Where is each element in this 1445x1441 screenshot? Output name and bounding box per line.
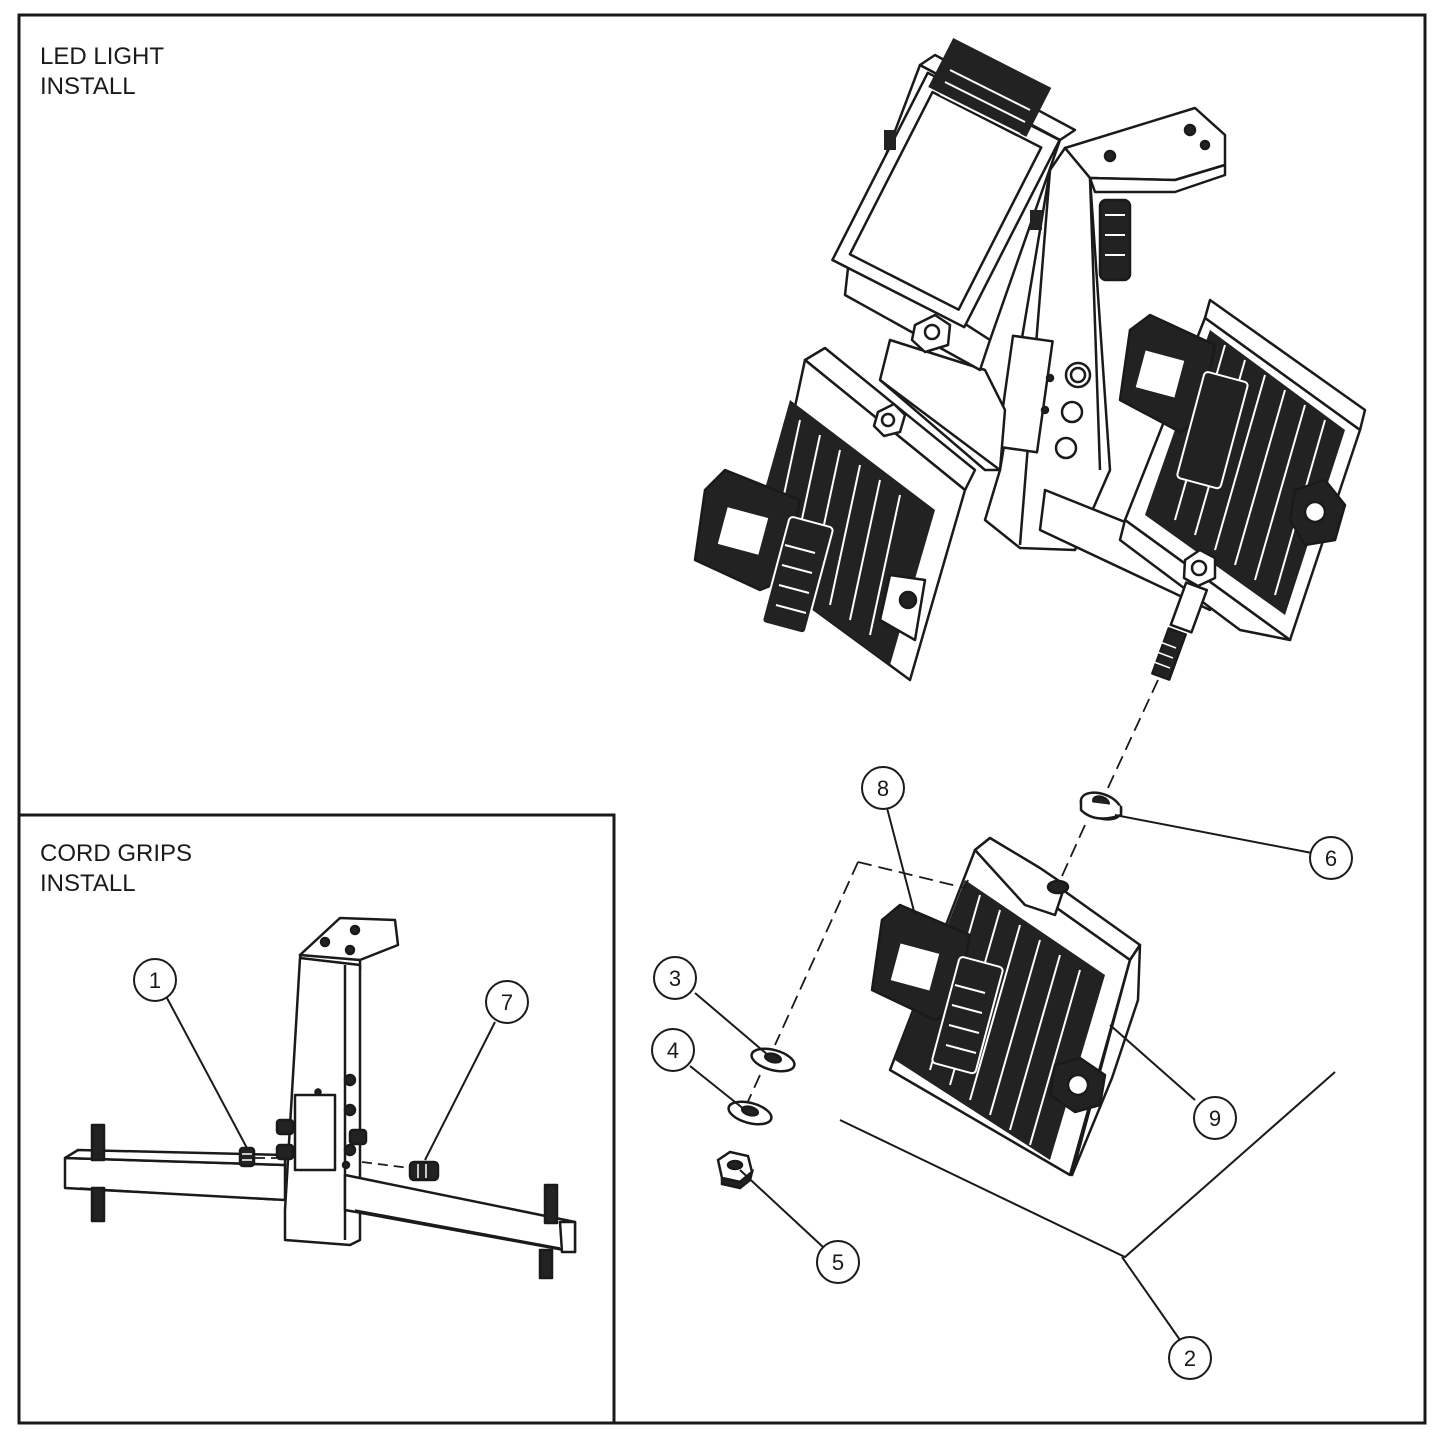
callout-3-label: 3 — [669, 966, 681, 991]
upper-left-light — [831, 37, 1077, 372]
explode-line-hardware — [774, 861, 859, 1046]
cord-grip-1 — [238, 1146, 256, 1168]
washer-4 — [727, 1100, 773, 1126]
callout-4: 4 — [651, 1028, 695, 1072]
right-light — [1118, 298, 1367, 681]
callout-7-label: 7 — [501, 990, 513, 1015]
callout-leaders — [166, 807, 1313, 1341]
nut-5 — [716, 1150, 755, 1190]
explode-line-stud — [1099, 679, 1159, 806]
led-light-title-line1: LED LIGHT — [40, 43, 165, 70]
exploded-light-9 — [870, 836, 1142, 1177]
callout-2-label: 2 — [1184, 1346, 1196, 1371]
callout-5: 5 — [816, 1240, 860, 1284]
cord-grips-assembly — [63, 916, 577, 1280]
cord-grip-7 — [408, 1160, 440, 1182]
callout-4-label: 4 — [667, 1038, 679, 1063]
callout-2-bracket — [839, 1071, 1336, 1259]
led-light-install-title: LED LIGHT INSTALL — [40, 42, 164, 102]
callout-8-label: 8 — [877, 776, 889, 801]
mounting-plate — [1063, 106, 1227, 194]
callout-3: 3 — [653, 956, 697, 1000]
washer-6 — [1079, 791, 1123, 821]
callout-7: 7 — [485, 980, 529, 1024]
led-light-title-line2: INSTALL — [40, 73, 136, 100]
callout-5-label: 5 — [832, 1250, 844, 1275]
callout-6-label: 6 — [1325, 846, 1337, 871]
callout-2: 2 — [1168, 1336, 1212, 1380]
cord-grips-title-line1: CORD GRIPS — [40, 840, 193, 867]
outer-border — [17, 13, 1427, 1425]
callout-9: 9 — [1193, 1096, 1237, 1140]
explode-line-to-light — [1057, 824, 1086, 886]
vertical-post — [983, 146, 1112, 552]
callout-9-label: 9 — [1209, 1106, 1221, 1131]
inset-border — [19, 813, 616, 1423]
explode-line-bracket — [857, 861, 969, 890]
callout-6: 6 — [1309, 836, 1353, 880]
cord-grips-title-line2: INSTALL — [40, 870, 136, 897]
callout-1: 1 — [133, 958, 177, 1002]
washer-3 — [750, 1047, 796, 1073]
callout-1-label: 1 — [149, 968, 161, 993]
explode-line-grip-7 — [361, 1161, 411, 1169]
lower-left-light — [693, 346, 977, 682]
top-light-assembly — [693, 37, 1367, 682]
callout-8: 8 — [861, 766, 905, 810]
post-side-bracket — [1098, 198, 1132, 282]
cord-grips-install-title: CORD GRIPS INSTALL — [40, 839, 192, 899]
